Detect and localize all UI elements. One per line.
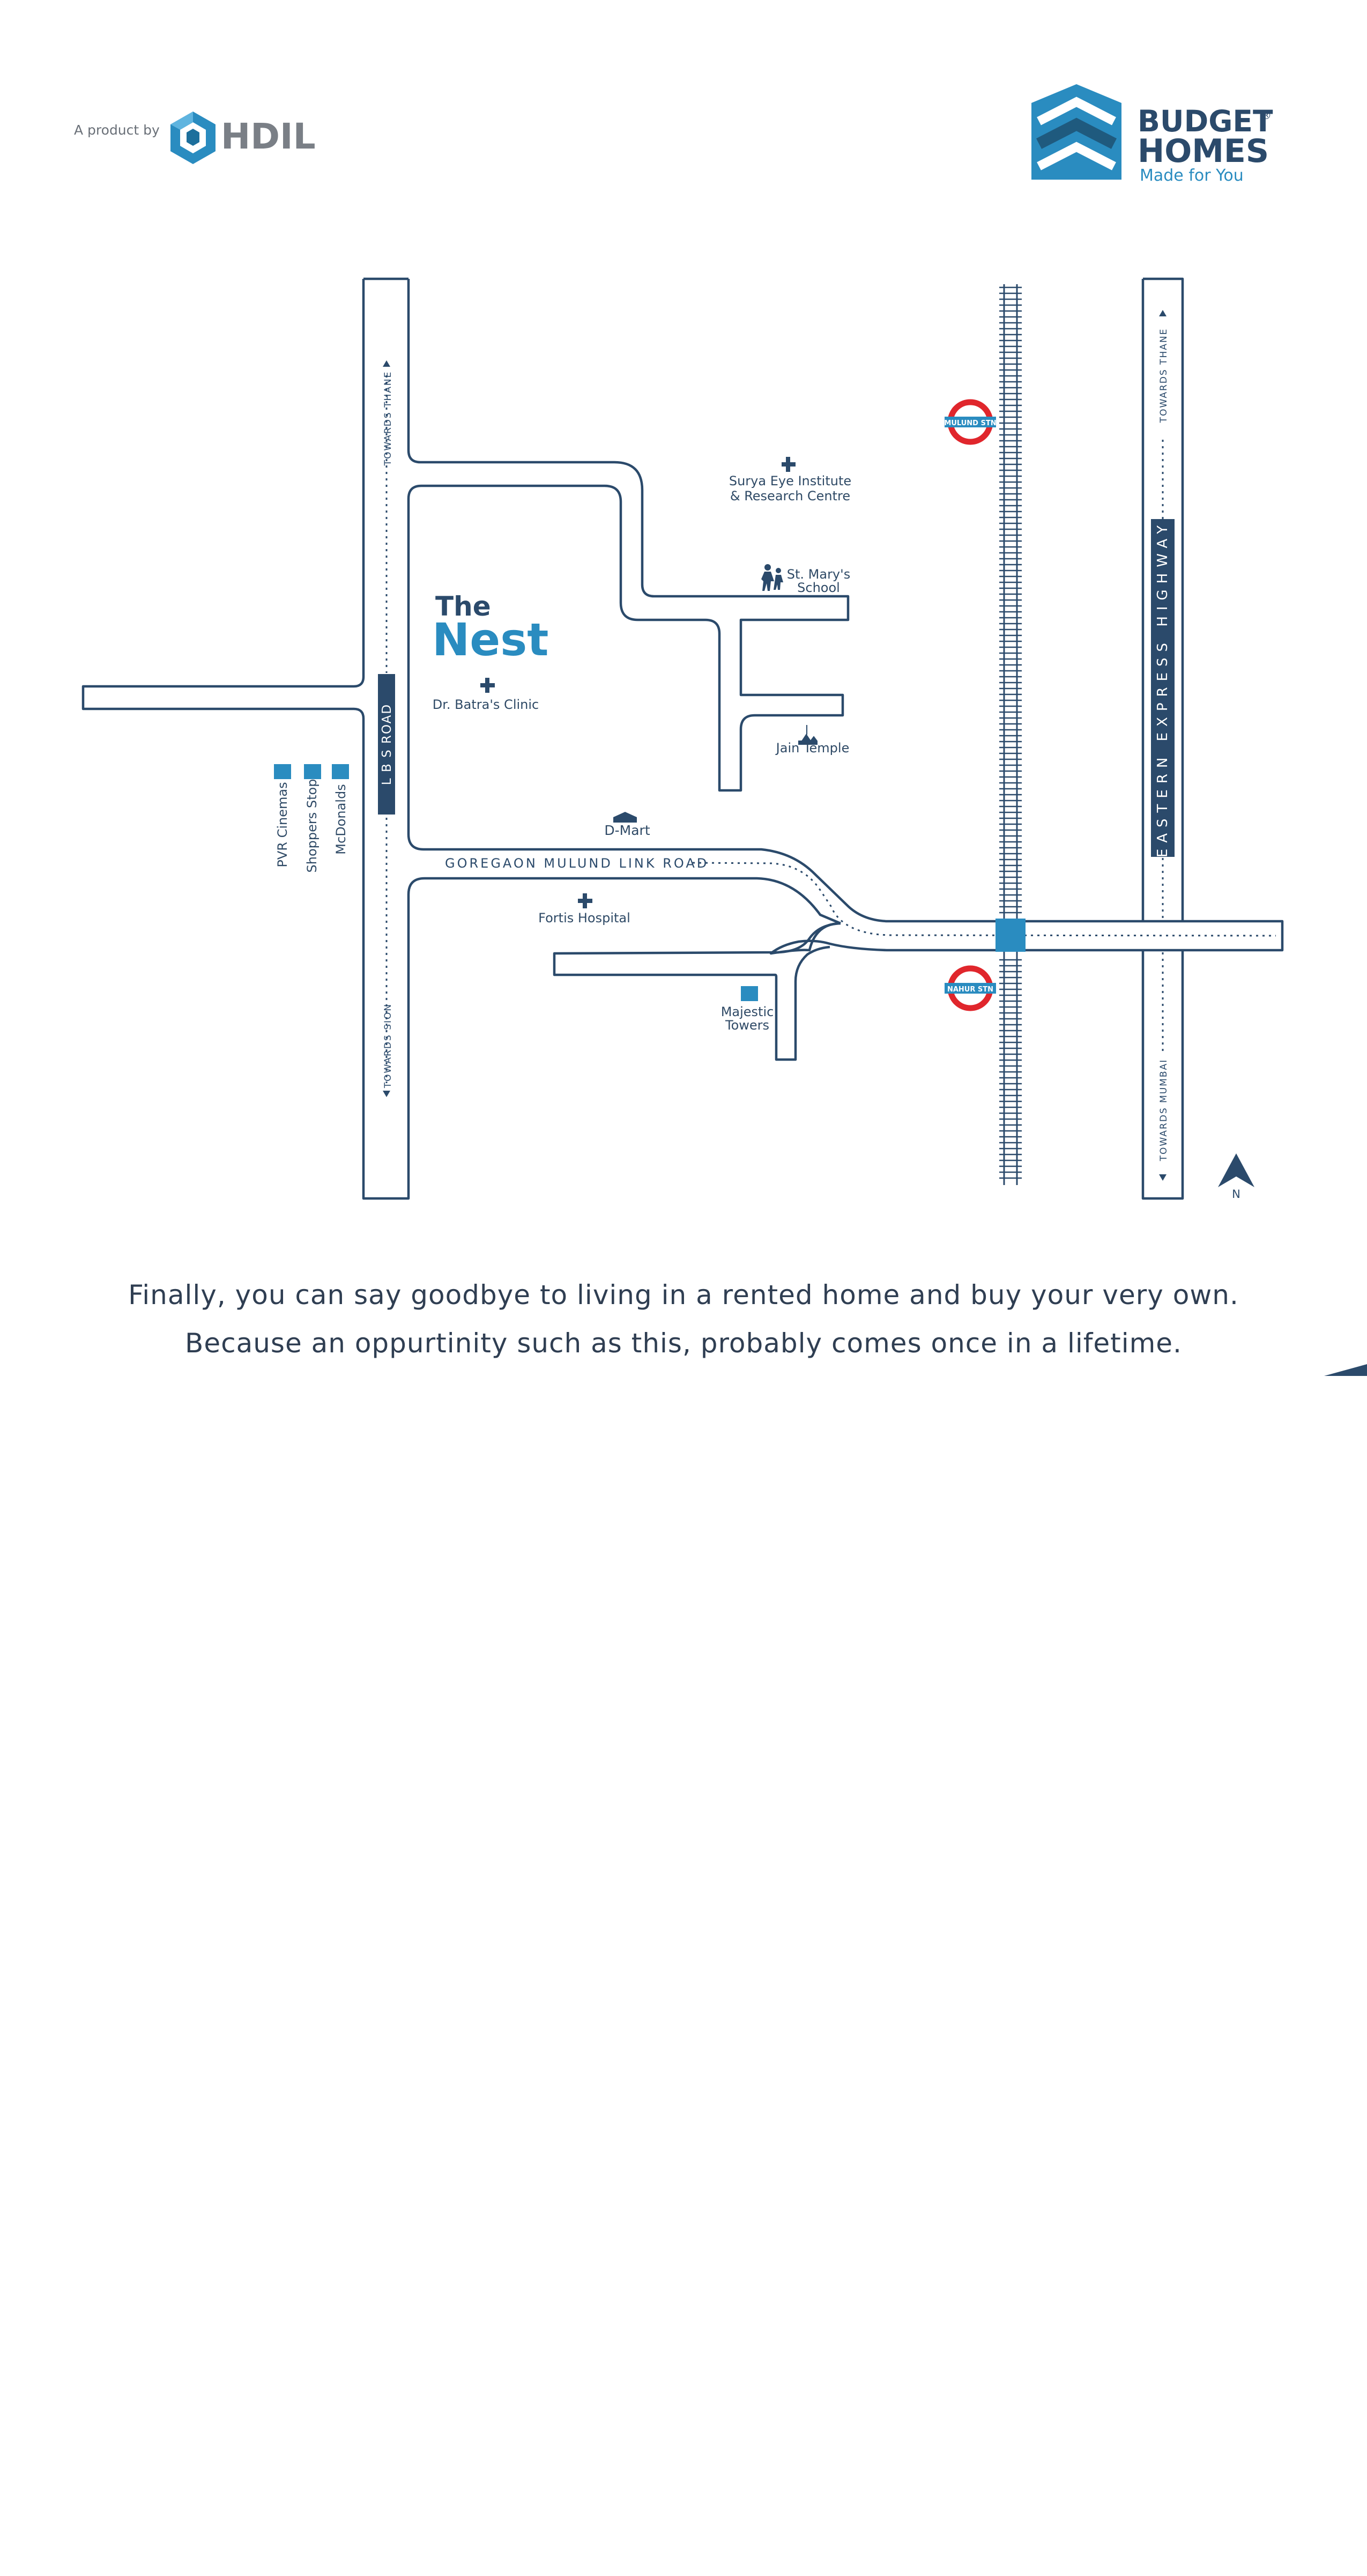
rail-crossing-marker [995, 919, 1026, 952]
tagline-line1: Finally, you can say goodbye to living i… [128, 1279, 1239, 1311]
st-marys-landmark: St. Mary's School [761, 564, 850, 595]
shoppers-stop-marker [304, 764, 321, 779]
majestic-landmark: Majestic Towers [721, 986, 774, 1033]
building-square-icon [741, 986, 758, 1001]
link-road-centerline [692, 862, 1276, 937]
arrow-up-icon [1159, 310, 1167, 316]
mulund-station-label: MULUND STN [944, 419, 996, 427]
d-mart-landmark: D-Mart [604, 812, 650, 838]
link-road-label: GOREGAON MULUND LINK ROAD [445, 856, 709, 871]
hdil-product-logo: A product by HDIL [74, 112, 316, 164]
mcdonalds-marker [332, 764, 349, 779]
tagline-line2: Because an oppurtinity such as this, pro… [185, 1328, 1182, 1359]
fortis-label: Fortis Hospital [538, 911, 630, 926]
hdil-cube-icon [170, 112, 216, 164]
jain-temple-label: Jain Temple [775, 741, 850, 756]
store-icon [613, 812, 637, 823]
arrow-down-icon [383, 1091, 390, 1097]
registered-mark: ® [1261, 109, 1272, 122]
lbs-road-west-edge [81, 279, 841, 1200]
surya-eye-landmark: Surya Eye Institute & Research Centre [729, 457, 851, 504]
lbs-towards-thane-label: TOWARDS THANE [383, 371, 393, 467]
lbs-road-label: L B S ROAD [380, 704, 394, 785]
medical-cross-icon [578, 893, 592, 908]
pvr-marker [274, 764, 291, 779]
direction-arrows [383, 310, 1167, 1181]
house-chevron-icon [1031, 84, 1121, 180]
st-marys-label-line2: School [797, 580, 840, 595]
lbs-road-sign: L B S ROAD [378, 674, 395, 815]
lbs-road-east-edge [363, 277, 1284, 955]
eeh-sign: EASTERN EXPRESS HIGHWAY [1151, 519, 1175, 857]
north-label: N [1232, 1188, 1240, 1201]
road-network [81, 277, 1284, 1200]
eeh-towards-thane-label: TOWARDS THANE [1158, 328, 1169, 424]
nahur-station-label: NAHUR STN [947, 986, 993, 994]
eeh-towards-mumbai-label: TOWARDS MUMBAI [1158, 1059, 1169, 1161]
eeh-label: EASTERN EXPRESS HIGHWAY [1155, 520, 1171, 857]
d-mart-label: D-Mart [604, 823, 650, 838]
shopping-cluster: PVR Cinemas Shoppers Stop McDonalds [274, 764, 349, 872]
road-center-lines [385, 375, 1276, 1083]
budget-homes-logo: BUDGET ® HOMES Made for You [1031, 84, 1273, 185]
majestic-branch-road [553, 922, 841, 1061]
dr-batra-landmark: Dr. Batra's Clinic [433, 678, 539, 712]
shoppers-stop-label: Shoppers Stop [304, 779, 320, 873]
temple-icon [798, 725, 818, 745]
arrow-up-icon [383, 360, 390, 367]
dr-batra-label: Dr. Batra's Clinic [433, 697, 539, 712]
decorative-corner-shape [1324, 1364, 1367, 1376]
brand-homes: HOMES [1138, 132, 1269, 170]
project-name-label: Nest [432, 613, 548, 666]
st-marys-label-line1: St. Mary's [787, 567, 851, 582]
eastern-express-highway [1141, 277, 1184, 1200]
brand-budget: BUDGET [1138, 104, 1273, 138]
project-the-label: The [435, 591, 491, 622]
pvr-label: PVR Cinemas [275, 782, 290, 867]
mulund-station: MULUND STN [944, 399, 997, 445]
nahur-station: NAHUR STN [945, 965, 996, 1011]
lbs-towards-sion-label: TOWARDS SION [383, 1003, 393, 1089]
arrow-down-icon [1159, 1174, 1167, 1181]
surya-label-line1: Surya Eye Institute [729, 473, 851, 488]
product-by-label: A product by [74, 122, 160, 138]
majestic-label-line2: Towers [725, 1018, 769, 1033]
majestic-label-line1: Majestic [721, 1004, 774, 1019]
jain-temple-landmark: Jain Temple [775, 725, 850, 756]
brand-tagline: Made for You [1140, 166, 1244, 185]
hdil-wordmark: HDIL [221, 116, 316, 157]
medical-cross-icon [480, 678, 495, 693]
school-children-icon [761, 564, 783, 591]
railway-line [995, 284, 1026, 1185]
fortis-landmark: Fortis Hospital [538, 893, 630, 926]
north-arrow-icon [1218, 1153, 1254, 1187]
north-arrow: N [1218, 1153, 1254, 1201]
mcdonalds-label: McDonalds [333, 784, 348, 854]
medical-cross-icon [782, 457, 796, 472]
surya-label-line2: & Research Centre [730, 488, 850, 504]
